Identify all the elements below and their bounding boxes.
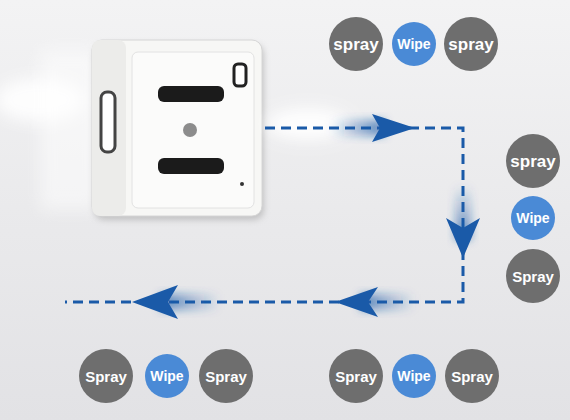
step-circle: Wipe (145, 354, 189, 398)
step-label: Spray (451, 369, 493, 384)
path-line (65, 128, 463, 302)
step-circle: Spray (329, 349, 383, 403)
step-label: Wipe (150, 369, 183, 383)
step-label: Spray (335, 369, 377, 384)
step-circle: Spray (199, 349, 253, 403)
step-label: spray (510, 153, 555, 170)
arrow-trail (330, 120, 385, 136)
robot-body (92, 40, 262, 216)
arrow-head (372, 114, 415, 142)
step-circle: Wipe (511, 196, 555, 240)
step-circle: spray (506, 134, 560, 188)
step-label: spray (333, 36, 378, 53)
robot-slot (158, 86, 224, 102)
robot-switch (234, 64, 246, 86)
robot-led (240, 182, 244, 186)
robot-face (132, 52, 254, 208)
step-circle: Spray (79, 349, 133, 403)
step-label: Spray (85, 369, 127, 384)
arrow-head (335, 287, 378, 317)
robot-slot (158, 158, 224, 174)
step-circle: Wipe (392, 22, 436, 66)
arrow-head (132, 285, 178, 319)
step-circle: Spray (506, 249, 560, 303)
step-label: spray (448, 36, 493, 53)
arrow-head (446, 218, 480, 258)
step-circle: Spray (445, 349, 499, 403)
robot-side (92, 40, 126, 216)
step-circle: spray (329, 17, 383, 71)
robot-handle (101, 92, 115, 152)
step-label: Wipe (516, 211, 549, 225)
step-circle: Wipe (392, 354, 436, 398)
step-label: Wipe (397, 37, 430, 51)
motion-blur (40, 50, 100, 210)
step-label: Spray (205, 369, 247, 384)
step-label: Wipe (397, 369, 430, 383)
step-label: Spray (512, 269, 554, 284)
robot-sensor (183, 123, 197, 137)
step-circle: spray (444, 17, 498, 71)
